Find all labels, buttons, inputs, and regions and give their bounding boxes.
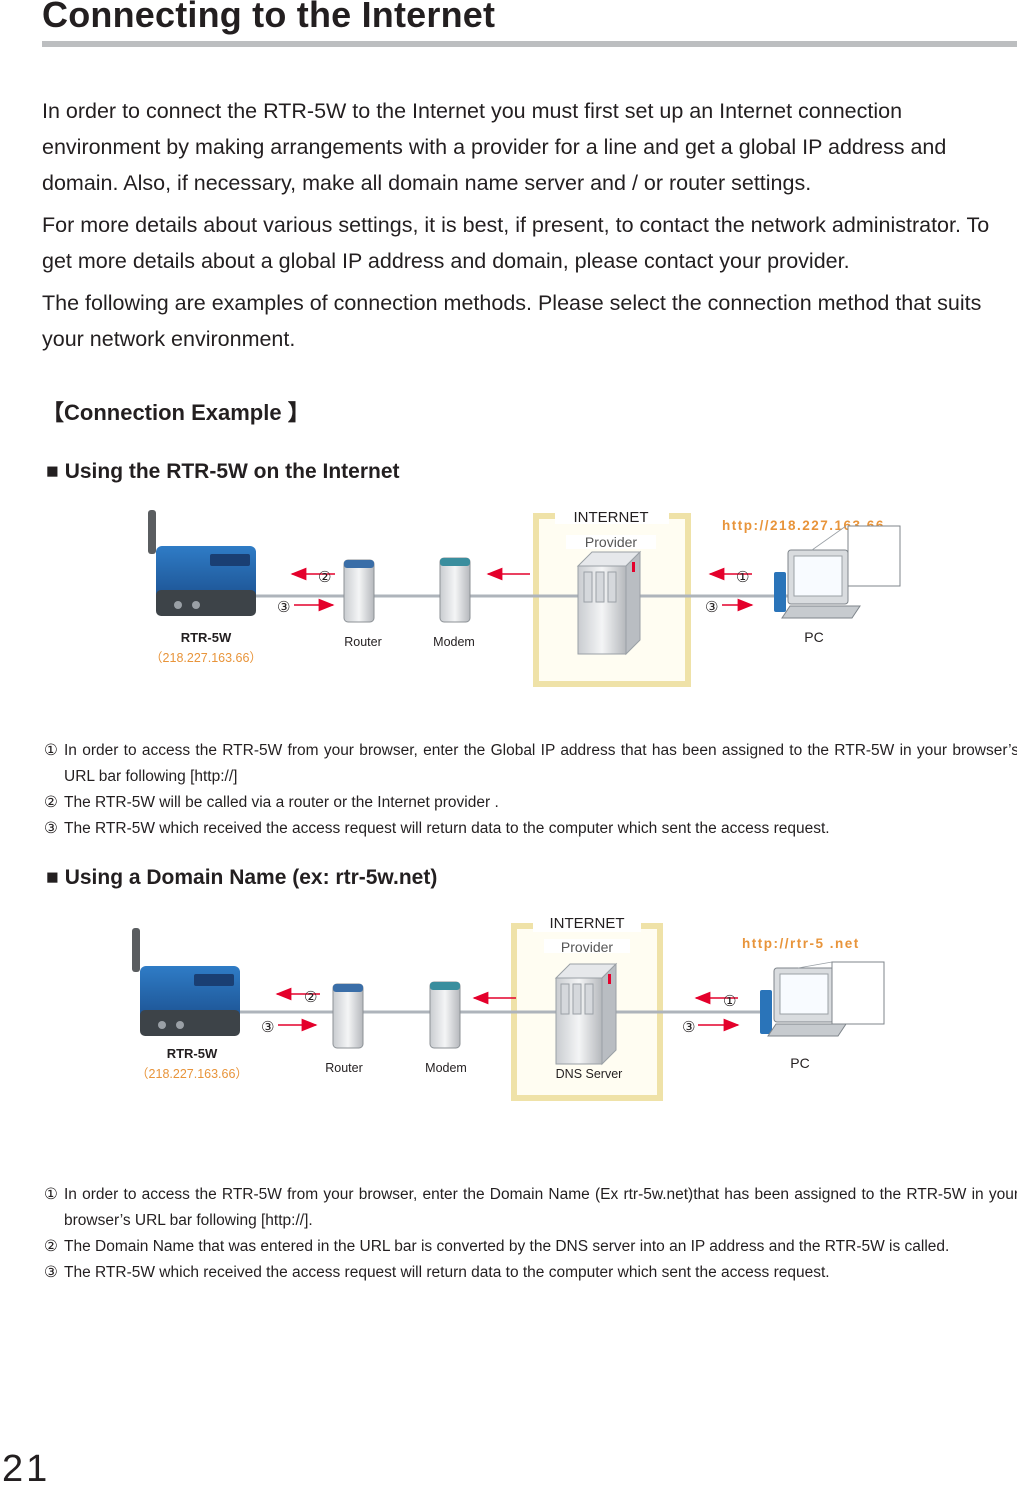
internet-label-bg bbox=[533, 920, 641, 932]
intro-paragraph-3: The following are examples of connection… bbox=[42, 291, 982, 351]
intro-paragraph-1: In order to connect the RTR-5W to the In… bbox=[42, 99, 947, 195]
pc-icon bbox=[774, 525, 898, 619]
diagram-domain: INTERNET Provider RTR-5W （218.227.163.66… bbox=[132, 915, 885, 1101]
note-number: ① bbox=[44, 742, 58, 759]
note-text: The Domain Name that was entered in the … bbox=[64, 1238, 950, 1255]
note-number: ③ bbox=[44, 820, 58, 837]
step1-label: ① bbox=[723, 993, 736, 1010]
step3-label-right: ③ bbox=[682, 1019, 695, 1036]
step3-label-left: ③ bbox=[277, 599, 290, 616]
browser-window-callout bbox=[847, 525, 901, 587]
note-text: The RTR-5W which received the access req… bbox=[64, 1264, 830, 1281]
note-item: ③ The RTR-5W which received the access r… bbox=[44, 1260, 1017, 1286]
url-label: http://218.227.163.66 bbox=[722, 518, 885, 533]
modem-label: Modem bbox=[425, 1061, 467, 1075]
dns-server-label: DNS Server bbox=[556, 1067, 623, 1081]
router-icon bbox=[332, 983, 364, 1049]
diagram-internet: INTERNET Provider RTR-5W （218.227.163.66… bbox=[148, 509, 901, 687]
note-item: ② The Domain Name that was entered in the… bbox=[44, 1234, 1017, 1260]
rtr-5w-device-icon bbox=[148, 510, 256, 616]
note-number: ③ bbox=[44, 1264, 58, 1281]
browser-window-callout bbox=[831, 961, 885, 1025]
connection-example-heading: 【Connection Example 】 bbox=[42, 400, 310, 425]
provider-label: Provider bbox=[561, 939, 613, 955]
square-bullet-icon: ■ bbox=[46, 866, 59, 889]
provider-label: Provider bbox=[585, 534, 637, 550]
page-number: 21 bbox=[2, 1448, 51, 1490]
modem-icon bbox=[429, 981, 461, 1049]
router-label: Router bbox=[344, 635, 382, 649]
url-label: http://rtr-5 .net bbox=[742, 936, 860, 951]
router-icon bbox=[343, 559, 375, 623]
device-label: RTR-5W bbox=[167, 1046, 218, 1061]
pc-icon bbox=[760, 961, 884, 1037]
internet-label: INTERNET bbox=[550, 915, 625, 932]
internet-label: INTERNET bbox=[574, 509, 649, 526]
notes-list-domain: ① In order to access the RTR-5W from you… bbox=[44, 1182, 1017, 1286]
step2-label: ② bbox=[304, 989, 317, 1006]
device-ip-label: （218.227.163.66） bbox=[136, 1067, 248, 1081]
note-number: ② bbox=[44, 794, 58, 811]
step1-label: ① bbox=[736, 569, 749, 586]
intro-paragraph-2: For more details about various settings,… bbox=[42, 213, 990, 273]
provider-label-bg bbox=[566, 535, 656, 549]
note-number: ② bbox=[44, 1238, 58, 1255]
step2-label: ② bbox=[318, 569, 331, 586]
section-heading-text: Using the RTR-5W on the Internet bbox=[64, 460, 400, 483]
router-label: Router bbox=[325, 1061, 363, 1075]
modem-icon bbox=[439, 557, 471, 623]
internet-label-bg bbox=[555, 512, 669, 524]
notes-list-internet: ① In order to access the RTR-5W from your… bbox=[44, 738, 1017, 842]
page-title: Connecting to the Internet bbox=[42, 0, 496, 35]
note-item: ① In order to access the RTR-5W from you… bbox=[44, 1182, 1017, 1234]
device-label: RTR-5W bbox=[181, 630, 232, 645]
dns-server-icon bbox=[554, 962, 618, 1066]
note-item: ② The RTR-5W will be called via a router… bbox=[44, 790, 1017, 816]
note-text: In order to access the RTR-5W from your … bbox=[64, 742, 1017, 785]
intro-text: In order to connect the RTR-5W to the In… bbox=[42, 93, 1017, 363]
note-text: In order to access the RTR-5W from your … bbox=[64, 1186, 1017, 1229]
note-text: The RTR-5W will be called via a router o… bbox=[64, 794, 499, 811]
note-item: ③ The RTR-5W which received the access r… bbox=[44, 816, 1017, 842]
note-number: ① bbox=[44, 1186, 58, 1203]
pc-label: PC bbox=[804, 629, 823, 645]
title-rule bbox=[42, 41, 1017, 47]
square-bullet-icon: ■ bbox=[46, 460, 59, 483]
provider-server-icon bbox=[576, 550, 642, 656]
note-item: ① In order to access the RTR-5W from your… bbox=[44, 738, 1017, 790]
section-heading-internet: ■Using the RTR-5W on the Internet bbox=[46, 460, 400, 484]
note-text: The RTR-5W which received the access req… bbox=[64, 820, 830, 837]
modem-label: Modem bbox=[433, 635, 475, 649]
section-heading-domain: ■Using a Domain Name (ex: rtr-5w.net) bbox=[46, 866, 437, 890]
pc-label: PC bbox=[790, 1055, 809, 1071]
step3-label-left: ③ bbox=[261, 1019, 274, 1036]
section-heading-text: Using a Domain Name (ex: rtr-5w.net) bbox=[64, 866, 438, 889]
device-ip-label: （218.227.163.66） bbox=[150, 651, 262, 665]
step3-label-right: ③ bbox=[705, 599, 718, 616]
rtr-5w-device-icon bbox=[132, 928, 240, 1036]
provider-label-bg bbox=[544, 939, 630, 953]
